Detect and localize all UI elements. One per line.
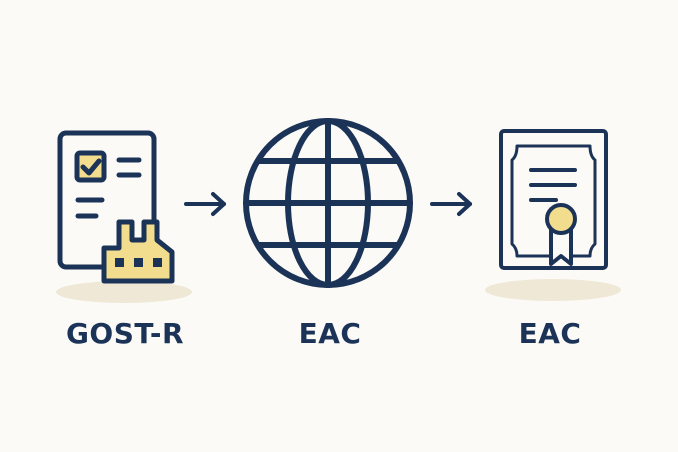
globe-icon	[243, 118, 413, 288]
factory-windows	[115, 258, 162, 267]
arrow-right-icon	[184, 192, 226, 216]
stage-label-eac-certificate: EAC	[518, 317, 582, 350]
arrow-right-icon	[430, 192, 472, 216]
stage-label-eac: EAC	[298, 317, 362, 350]
stage-label-gost-r: GOST-R	[65, 317, 185, 350]
seal-ribbon-icon	[545, 203, 577, 266]
certificate-icon	[499, 129, 608, 270]
icon-shadow	[485, 279, 621, 301]
icon-shadow	[56, 281, 192, 303]
